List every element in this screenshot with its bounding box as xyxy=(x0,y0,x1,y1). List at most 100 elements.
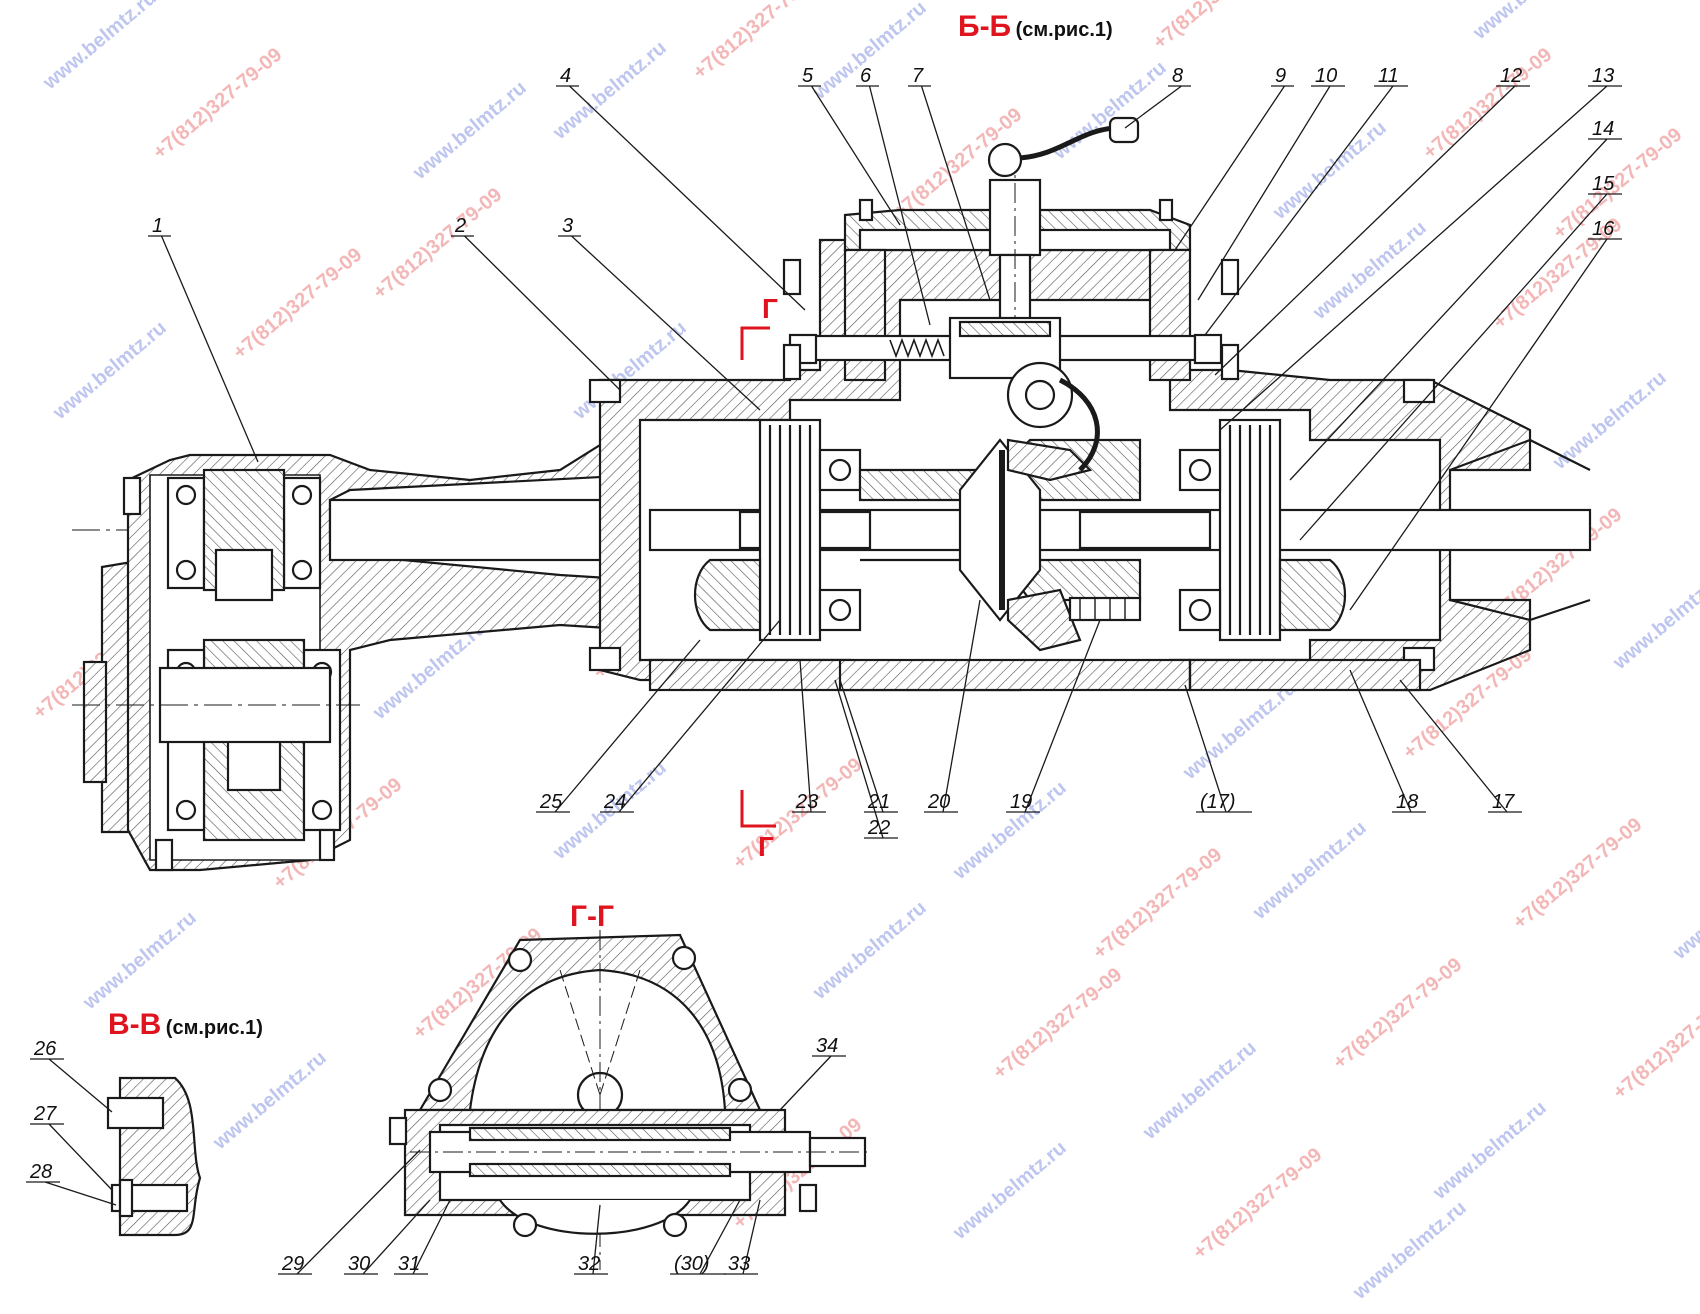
watermark-site: www.belmtz.ru xyxy=(808,897,930,1005)
leader-12 xyxy=(1214,85,1530,376)
leader-2 xyxy=(451,235,621,391)
cut-line-top xyxy=(740,326,770,360)
watermark-phone: +7(812)327-79-09 xyxy=(1419,44,1556,164)
callout-label-19: 19 xyxy=(1010,791,1032,813)
watermark-site: www.belmtz.ru xyxy=(1428,1097,1550,1205)
cut-letter-top: Г xyxy=(762,293,778,324)
leader-15 xyxy=(1299,193,1622,541)
callout-label-8: 8 xyxy=(1172,65,1183,87)
leader-27 xyxy=(30,1123,113,1191)
main-section-drawing xyxy=(72,116,1592,872)
leader-28 xyxy=(26,1181,117,1206)
callout-label-25: 25 xyxy=(539,791,563,813)
watermark-site: www.belmtz.ru xyxy=(1308,217,1430,325)
leader-18 xyxy=(1349,669,1426,813)
leader-14 xyxy=(1289,138,1622,481)
leader-1 xyxy=(148,235,259,463)
watermark-phone: +7(812)327-79-09 xyxy=(1509,814,1646,934)
callout-label-6: 6 xyxy=(860,65,872,87)
callout-label-12: 12 xyxy=(1500,65,1522,87)
watermark-phone: +7(812)327-79-09 xyxy=(1329,954,1466,1074)
callout-label-7: 7 xyxy=(912,65,924,87)
callout-label-26: 26 xyxy=(33,1038,57,1060)
callout-label-21: 21 xyxy=(867,791,890,813)
section-vv-drawing xyxy=(106,1076,202,1237)
leader-5 xyxy=(798,85,901,226)
leader-31 xyxy=(394,1199,451,1275)
callout-label-16: 16 xyxy=(1592,218,1615,240)
watermark-phone: +7(812)327-79-09 xyxy=(1149,0,1286,54)
leader-30 xyxy=(670,1199,741,1275)
section-title-vv: В-В (см.рис.1) xyxy=(108,1008,263,1042)
callout-label-4: 4 xyxy=(560,65,571,87)
callout-label-17: 17 xyxy=(1492,791,1515,813)
leader-32 xyxy=(574,1204,608,1275)
callout-label-33: 33 xyxy=(728,1253,750,1275)
cut-letter-bottom: Г xyxy=(758,831,774,862)
watermark-site: www.belmtz.ru xyxy=(208,1047,330,1155)
section-gg-drawing xyxy=(388,930,870,1270)
section-letter-gg: Г-Г xyxy=(570,900,615,933)
leader-7 xyxy=(908,85,991,301)
callout-label-28: 28 xyxy=(29,1161,52,1183)
callout-label-32: 32 xyxy=(578,1253,600,1275)
watermark-site: www.belmtz.ru xyxy=(1608,567,1700,675)
leader-20 xyxy=(924,599,981,813)
leader-33 xyxy=(724,1199,761,1275)
leader-23 xyxy=(792,659,826,813)
leader-30 xyxy=(344,1199,431,1275)
callout-label-2: 2 xyxy=(454,215,466,237)
leader-21 xyxy=(839,679,898,813)
callout-label-9: 9 xyxy=(1275,65,1286,87)
watermark-phone: +7(812)327-79-09 xyxy=(369,184,506,304)
leader-29 xyxy=(278,1149,421,1275)
leader-3 xyxy=(558,235,761,411)
section-ref-bb: (см.рис.1) xyxy=(1015,19,1113,41)
watermark-site: www.belmtz.ru xyxy=(1468,0,1590,44)
callout-label-22: 22 xyxy=(867,817,890,839)
section-title-bb: Б-Б (см.рис.1) xyxy=(958,10,1113,44)
leader-26 xyxy=(30,1058,113,1113)
watermark-site: www.belmtz.ru xyxy=(38,0,160,94)
leader-13 xyxy=(1219,85,1622,431)
leader-17 xyxy=(1184,684,1252,813)
leader-34 xyxy=(779,1055,846,1111)
leader-24 xyxy=(600,619,781,813)
watermark-site: www.belmtz.ru xyxy=(1248,817,1370,925)
callout-label-34: 34 xyxy=(816,1035,838,1057)
callout-label-10: 10 xyxy=(1315,65,1337,87)
leader-4 xyxy=(556,85,806,311)
leader-9 xyxy=(1174,85,1294,251)
callout-label-23: 23 xyxy=(795,791,818,813)
watermark-site: www.belmtz.ru xyxy=(48,317,170,425)
watermark-phone: +7(812)327-79-09 xyxy=(989,964,1126,1084)
leader-19 xyxy=(1006,619,1101,813)
leader-25 xyxy=(536,639,701,813)
watermark-phone: +7(812)327-79-09 xyxy=(729,754,866,874)
leader-8 xyxy=(1124,85,1191,129)
callout-label-17: (17) xyxy=(1200,791,1236,813)
callout-label-3: 3 xyxy=(562,215,573,237)
watermark-site: www.belmtz.ru xyxy=(1178,677,1300,785)
section-title-gg: Г-Г xyxy=(570,900,614,934)
watermark-phone: +7(812)327-79-09 xyxy=(1089,844,1226,964)
leader-10 xyxy=(1197,85,1345,301)
callout-label-14: 14 xyxy=(1592,118,1614,140)
watermark-site: www.belmtz.ru xyxy=(948,1137,1070,1245)
leader-22 xyxy=(834,679,898,839)
callout-label-24: 24 xyxy=(603,791,626,813)
callout-label-31: 31 xyxy=(398,1253,420,1275)
leader-lines xyxy=(26,85,1622,1275)
watermark-phone: +7(812)327-79-09 xyxy=(1609,984,1700,1104)
watermark-site: www.belmtz.ru xyxy=(808,0,930,104)
watermark-site: www.belmtz.ru xyxy=(1348,1197,1470,1305)
watermark-phone: +7(812)327-79-09 xyxy=(229,244,366,364)
leader-17 xyxy=(1399,679,1522,813)
watermark-site: www.belmtz.ru xyxy=(408,77,530,185)
leader-6 xyxy=(856,85,931,326)
leader-16 xyxy=(1349,238,1622,611)
section-letter-bb: Б-Б xyxy=(958,10,1012,43)
callout-label-30: (30) xyxy=(674,1253,710,1275)
